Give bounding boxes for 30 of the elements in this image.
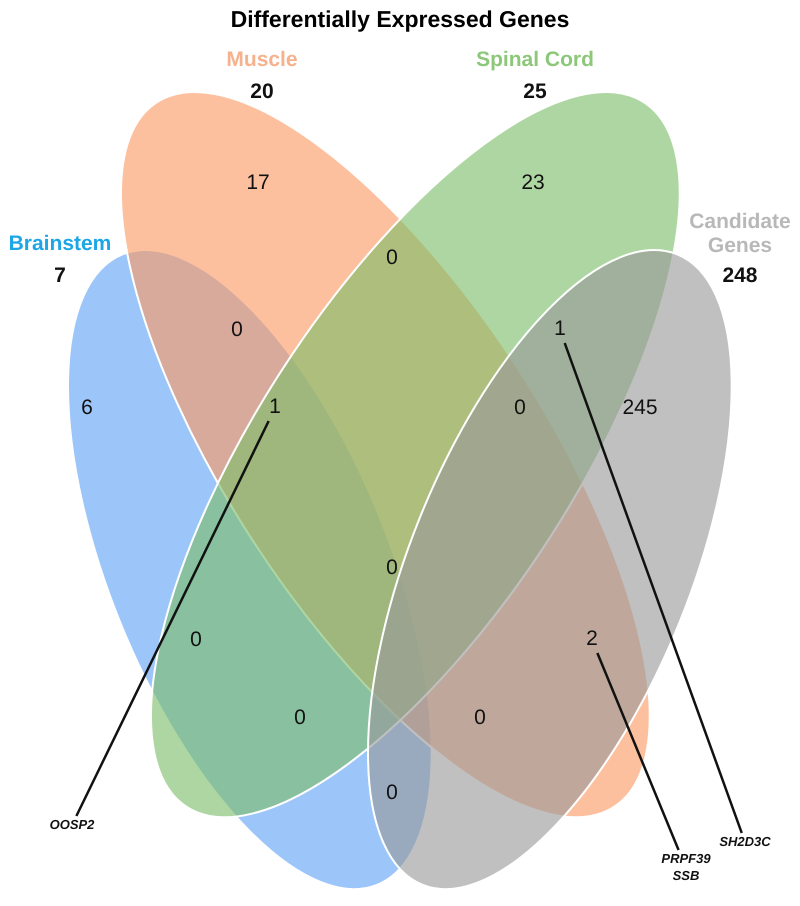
region-count: 1 [545,317,575,343]
region-count: 0 [385,556,399,580]
set-name: Brainstem [8,232,112,256]
leader-line [596,652,680,850]
gene-name: OOSP2 [37,816,107,834]
region-count: 2 [577,627,607,653]
set-name: Spinal Cord [475,48,595,72]
set-count: 7 [53,264,67,288]
region-count: 245 [621,396,659,420]
set-count: 20 [249,80,275,104]
set-count: 25 [522,80,548,104]
leader-line [75,420,270,817]
set-name: Candidate Genes [688,210,792,258]
region-count: 0 [385,246,399,270]
region-count: 0 [230,318,244,342]
set-name: Muscle [225,48,299,72]
region-count: 6 [80,396,94,420]
region-count: 0 [513,396,527,420]
region-count: 0 [473,706,487,730]
diagram-title: Differentially Expressed Genes [230,6,570,33]
region-count: 0 [385,781,399,805]
region-count: 1 [260,395,290,421]
gene-name: PRPF39 SSB [653,850,719,886]
gene-name: SH2D3C [710,833,780,851]
region-count: 23 [520,171,546,195]
region-count: 0 [189,628,203,652]
leader-line [564,342,743,834]
region-count: 17 [245,171,271,195]
set-count: 248 [721,264,758,288]
region-count: 0 [293,706,307,730]
